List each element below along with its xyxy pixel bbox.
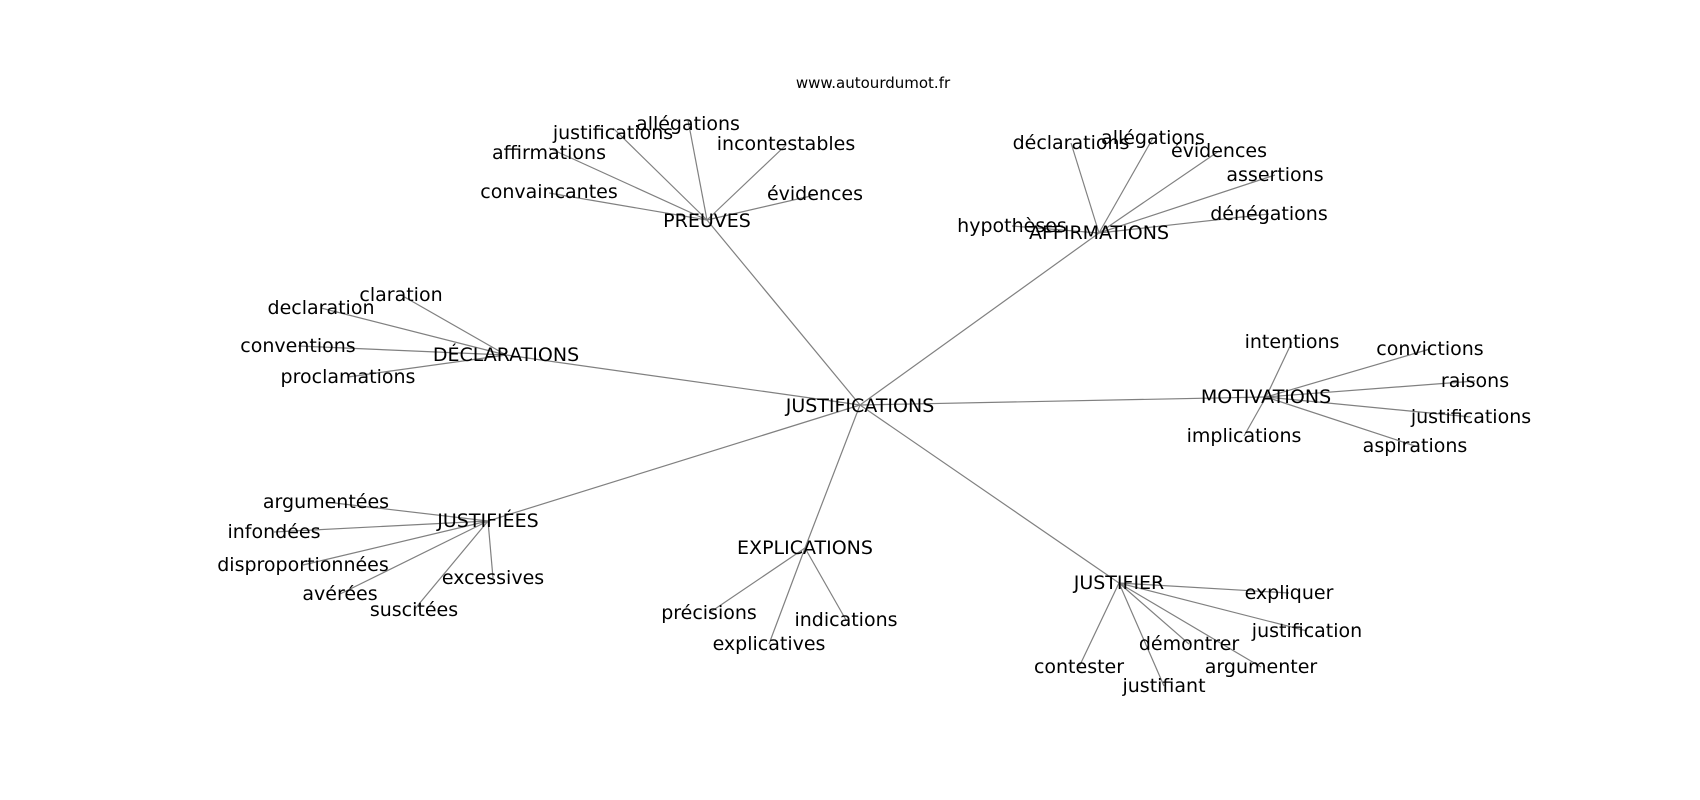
edge-justifiees-disproportionnees (302, 520, 489, 566)
leaf-node-affirmations-evidences: évidences (1171, 140, 1267, 162)
edge-motivations-raisons (1265, 380, 1476, 398)
edge-center-justifiees (487, 404, 861, 522)
leaf-node-justifiees-infondees: infondées (227, 521, 320, 543)
leaf-node-preuves-convaincantes: convaincantes (480, 181, 618, 203)
edge-declarations-claration (400, 294, 507, 356)
edge-center-justifier (859, 404, 1120, 584)
edge-center-affirmations (859, 232, 1100, 406)
hub-node-affirmations: AFFIRMATIONS (1029, 222, 1169, 244)
edge-preuves-evidences (706, 194, 816, 221)
edge-justifier-expliquer (1118, 582, 1290, 594)
source-url: www.autourdumot.fr (796, 74, 951, 92)
edge-justifiees-excessives (487, 520, 494, 579)
edge-affirmations-declarations (1070, 142, 1100, 234)
leaf-node-motivations-justifications: justifications (1410, 406, 1531, 428)
leaf-node-motivations-intentions: intentions (1245, 331, 1340, 353)
hub-node-explications: EXPLICATIONS (737, 537, 873, 559)
center-node: JUSTIFICATIONS (785, 395, 935, 417)
edge-motivations-justifications (1265, 396, 1472, 418)
edge-motivations-aspirations (1265, 396, 1416, 447)
edge-affirmations-evidences (1098, 150, 1220, 234)
edge-affirmations-hypotheses (1011, 225, 1100, 234)
edge-explications-explicatives (768, 547, 806, 645)
leaf-node-justifiees-disproportionnees: disproportionnées (217, 554, 389, 576)
edge-justifier-demontrer (1118, 582, 1190, 645)
edge-center-preuves (706, 219, 861, 406)
edge-justifier-contester (1078, 582, 1120, 668)
leaf-node-motivations-raisons: raisons (1441, 370, 1509, 392)
leaf-node-explications-precisions: précisions (661, 602, 757, 624)
edge-center-explications (804, 404, 861, 549)
leaf-node-justifier-justifiant: justifiant (1121, 675, 1205, 697)
edge-justifiees-infondees (273, 520, 489, 533)
leaf-node-justifiees-argumentees: argumentées (263, 491, 389, 513)
edge-preuves-justifications (612, 127, 708, 221)
leaf-node-affirmations-allegations: allégations (1101, 127, 1205, 149)
edge-preuves-allegations (687, 119, 708, 221)
leaf-node-motivations-aspirations: aspirations (1363, 435, 1468, 457)
leaf-node-justifiees-excessives: excessives (442, 567, 544, 589)
leaf-node-declarations-claration: claration (359, 284, 442, 306)
hub-node-justifier: JUSTIFIER (1073, 572, 1165, 594)
leaf-node-preuves-incontestables: incontestables (717, 133, 856, 155)
edge-motivations-convictions (1265, 348, 1431, 398)
edge-center-declarations (505, 354, 861, 406)
leaf-node-explications-indications: indications (794, 609, 897, 631)
hub-node-declarations: DÉCLARATIONS (433, 343, 579, 366)
edge-justifiees-averees (339, 520, 489, 595)
edge-justifier-argumenter (1118, 582, 1262, 668)
edge-affirmations-denegations (1098, 213, 1270, 234)
leaf-node-affirmations-declarations: déclarations (1013, 132, 1130, 154)
leaf-node-declarations-proclamations: proclamations (281, 366, 416, 388)
edge-justifiees-argumentees (325, 501, 489, 522)
leaf-node-justifier-contester: contester (1034, 656, 1124, 678)
edge-justifier-justifiant (1118, 582, 1165, 687)
leaf-node-preuves-affirmations: affirmations (492, 142, 606, 164)
edge-affirmations-assertions (1098, 174, 1276, 234)
leaf-node-preuves-evidences: évidences (767, 183, 863, 205)
edge-preuves-convaincantes (548, 192, 708, 221)
leaf-node-affirmations-denegations: dénégations (1210, 203, 1327, 225)
edge-affirmations-allegations (1098, 137, 1154, 234)
leaf-node-preuves-justifications: justifications (552, 122, 673, 144)
edge-explications-precisions (708, 547, 806, 614)
edge-explications-indications (804, 547, 847, 621)
leaf-node-justifier-demontrer: démontrer (1139, 633, 1239, 655)
edge-preuves-affirmations (548, 147, 708, 221)
leaf-node-justifier-justification: justification (1251, 620, 1362, 642)
leaf-node-declarations-conventions: conventions (240, 335, 355, 357)
leaf-node-motivations-convictions: convictions (1376, 338, 1483, 360)
leaf-node-justifiees-suscitees: suscitées (370, 599, 458, 621)
edge-justifier-justification (1118, 582, 1308, 632)
edge-motivations-intentions (1265, 341, 1293, 398)
leaf-node-justifier-expliquer: expliquer (1245, 582, 1334, 604)
hub-node-motivations: MOTIVATIONS (1201, 386, 1331, 408)
leaf-node-preuves-allegations: allégations (636, 113, 740, 135)
hub-node-justifiees: JUSTIFIÉES (436, 509, 538, 532)
edge-declarations-conventions (297, 345, 507, 356)
leaf-node-justifier-argumenter: argumenter (1205, 656, 1318, 678)
edge-justifiees-suscitees (413, 520, 489, 611)
hub-node-preuves: PREUVES (663, 210, 751, 232)
edges (273, 119, 1476, 687)
edge-declarations-declaration (320, 307, 507, 356)
leaf-node-motivations-implications: implications (1187, 425, 1302, 447)
leaf-node-affirmations-assertions: assertions (1226, 164, 1323, 186)
edge-declarations-proclamations (347, 354, 507, 378)
leaf-node-justifiees-averees: avérées (302, 583, 377, 605)
leaf-node-affirmations-hypotheses: hypothèses (957, 215, 1067, 237)
edge-center-motivations (859, 396, 1267, 406)
edge-motivations-implications (1243, 396, 1267, 437)
leaf-node-explications-explicatives: explicatives (713, 633, 826, 655)
leaf-node-declarations-declaration: declaration (268, 297, 375, 319)
edge-preuves-incontestables (706, 144, 787, 221)
